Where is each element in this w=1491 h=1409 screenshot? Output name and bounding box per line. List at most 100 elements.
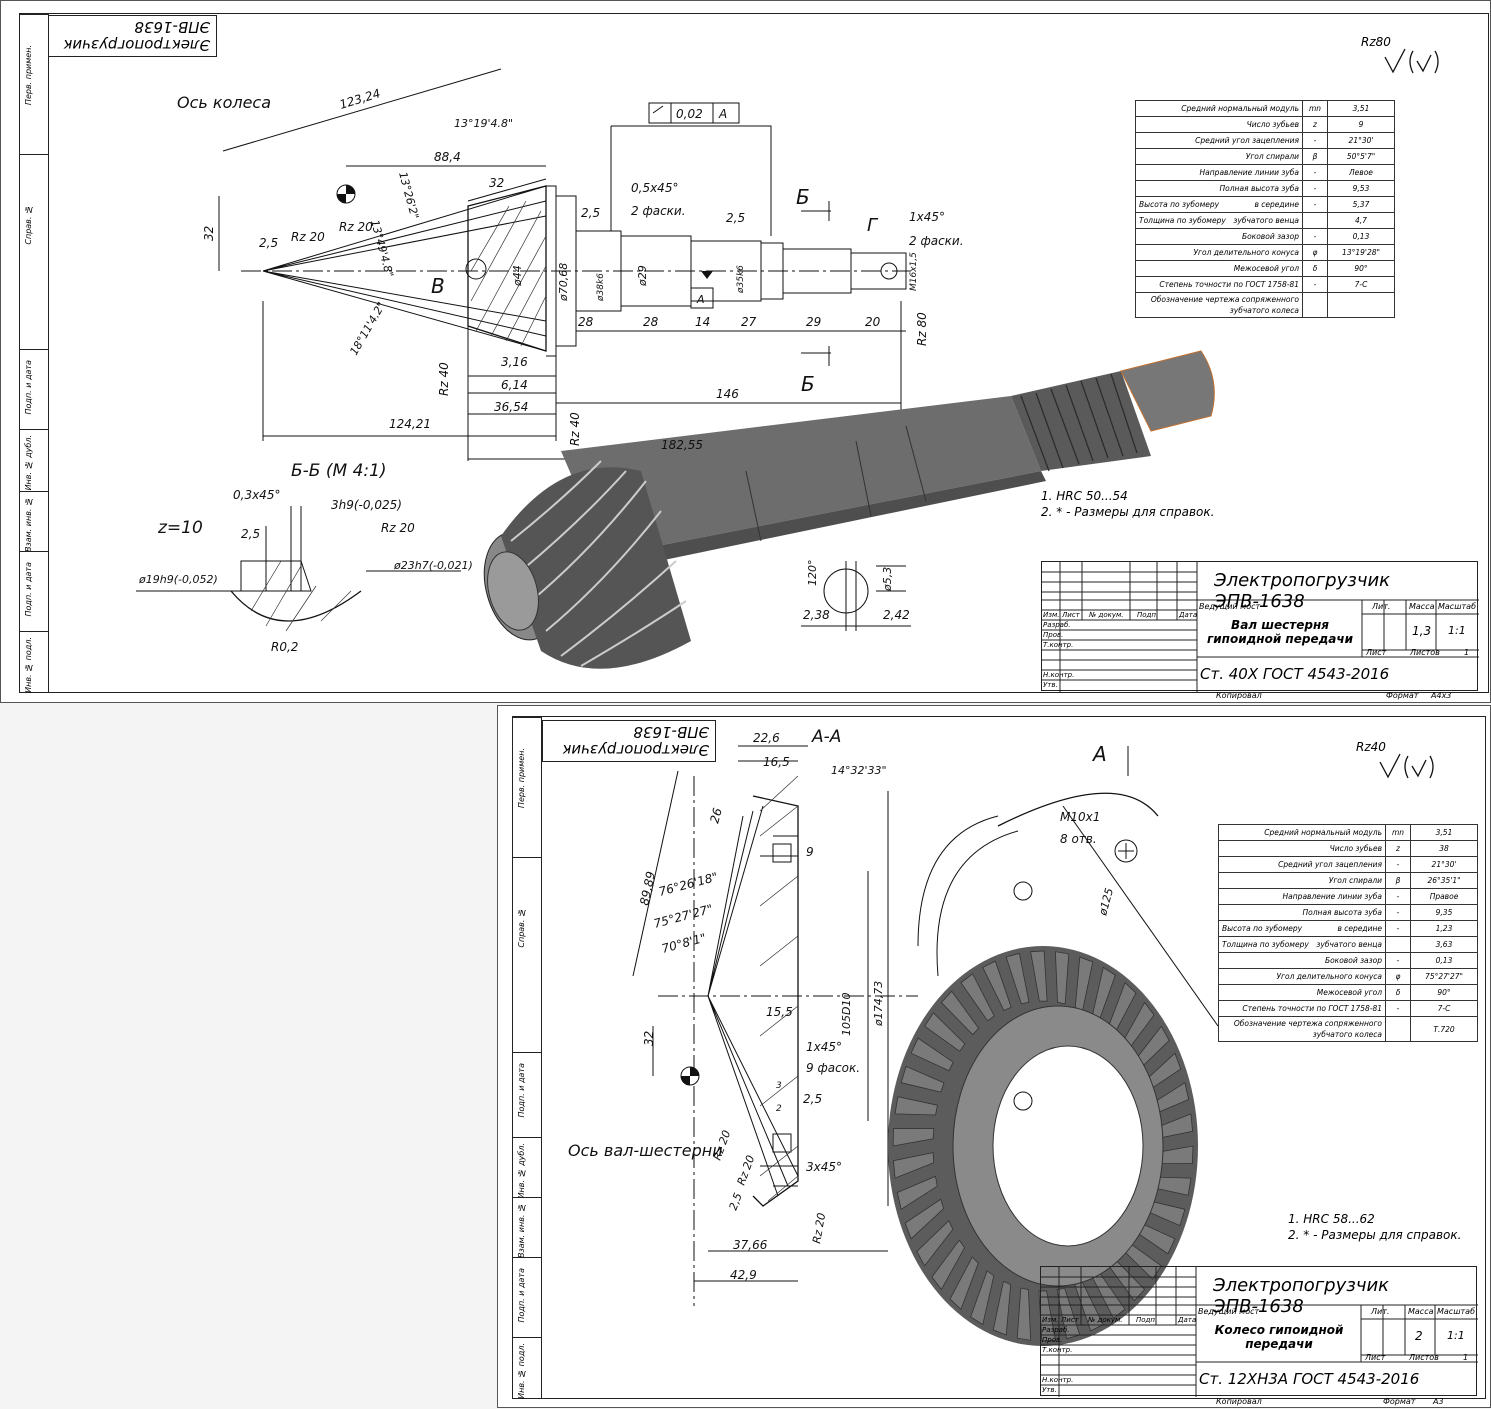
assembly-label: Ведущий мост (1199, 602, 1261, 611)
technical-notes: 1. HRC 50...54 2. * - Размеры для справо… (1041, 488, 1214, 520)
section-mark: Г (867, 215, 879, 236)
mass-value: 2 (1415, 1329, 1423, 1343)
gear-tooth (1038, 1290, 1056, 1342)
gear-tooth (894, 1096, 938, 1116)
material: Ст. 40Х ГОСТ 4543-2016 (1200, 665, 1390, 683)
role-label: Т.контр. (1043, 641, 1074, 649)
dim-text: 6,14 (501, 378, 528, 392)
roughness-label: Rz 20 (339, 220, 373, 234)
param-name-sub: в середине (1337, 924, 1383, 933)
copied-label: Копировал (1216, 691, 1262, 700)
param-row: Обозначение чертежа сопряженного зубчато… (1135, 292, 1395, 318)
header-mass: Масса (1408, 1307, 1434, 1316)
row-header: № докум. (1089, 611, 1124, 619)
section-label: z=10 (157, 518, 203, 538)
mass-value: 1,3 (1412, 624, 1432, 638)
part-name: Колесо гипоидной передачи (1214, 1323, 1344, 1351)
sheets-label: Листов (1409, 1353, 1439, 1362)
dim-text: 105D10 (840, 993, 853, 1036)
note-line: 2. * - Размеры для справок. (1041, 505, 1215, 519)
gear-tooth (1074, 1281, 1104, 1332)
dim-text: 1x45° (806, 1040, 842, 1054)
part-name: Вал шестерня гипоидной передачи (1206, 618, 1354, 646)
dim-text: 2 фаски. (909, 234, 964, 248)
tolerance-value: 0,02 (676, 107, 703, 121)
roughness-label: Rz 40 (437, 362, 451, 396)
param-name-sub: зубчатого венца (1233, 216, 1299, 225)
gear-tooth (1030, 950, 1048, 1002)
dim-text: R0,2 (271, 640, 298, 654)
title-product: Электропогрузчик ЭПВ-1638 (1214, 570, 1391, 612)
axis-label: Ось вал-шестерни (568, 1141, 723, 1160)
dim-text: 2,5 (581, 206, 600, 220)
dim-text: 2,5 (241, 527, 260, 541)
sheet-label: Лист (1365, 1353, 1386, 1362)
dim-text: 14°32'33" (831, 764, 887, 777)
technical-notes: 1. HRC 58...62 2. * - Размеры для справо… (1288, 1211, 1461, 1243)
dim-text: 1x45° (909, 210, 945, 224)
section-mark: В (431, 274, 445, 298)
dim-text: 3x45° (806, 1160, 842, 1174)
param-row: Боковой зазор-0,13 (1218, 952, 1478, 969)
role-label: Пров. (1042, 1336, 1063, 1344)
header-scale: Масштаб (1437, 1307, 1476, 1316)
gear-tooth (992, 1280, 1012, 1336)
format-value: А3 (1433, 1397, 1444, 1406)
roughness-label: Rz 40 (568, 412, 582, 446)
axis-label: Ось колеса (177, 93, 271, 112)
param-name: Обозначение чертежа сопряженного зубчато… (1135, 292, 1303, 318)
gear-tooth (892, 1152, 935, 1179)
dim-text: 8 отв. (1060, 832, 1097, 846)
gear-tooth (931, 1239, 966, 1291)
row-header: Подп. (1137, 611, 1159, 619)
dim-text: 27 (741, 315, 757, 329)
row-header: Лист (1062, 611, 1080, 619)
dim-text: 15,5 (766, 1005, 793, 1019)
param-row: Степень точности по ГОСТ 1758-81-7-С (1135, 276, 1395, 293)
title-block: Электропогрузчик ЭПВ-1638 Ведущий мост В… (1041, 561, 1479, 692)
gear-tooth (1016, 1287, 1032, 1341)
copied-label: Копировал (1216, 1397, 1262, 1406)
format-label: Формат (1383, 1397, 1416, 1406)
row-header: Дата (1179, 611, 1198, 619)
datum-label: A (718, 107, 727, 121)
scale-value: 1:1 (1448, 624, 1466, 637)
roughness-symbol-icon (1384, 48, 1439, 74)
param-value: 5,37 (1327, 196, 1395, 213)
roughness-label: Rz 20 (735, 1154, 758, 1188)
dim-text: 3 (776, 1081, 782, 1091)
dim-text: 9 (806, 845, 814, 859)
dim-text: 2 фаски. (631, 204, 686, 218)
dim-text: 29 (806, 315, 821, 329)
dim-text: 42,9 (730, 1268, 757, 1282)
param-name-sub: зубчатого венца (1316, 940, 1382, 949)
gear-tooth (892, 1128, 935, 1147)
param-row: Обозначение чертежа сопряженного зубчато… (1218, 1016, 1478, 1042)
gear-tooth (900, 1065, 945, 1093)
drawing-frame: Перв. примен. Справ. № Подп. и дата Инв.… (19, 13, 1489, 693)
title-block: Электропогрузчик ЭПВ-1638 Ведущий мост К… (1040, 1266, 1478, 1397)
dim-text: 120° (806, 560, 819, 587)
datum-label: A (696, 293, 705, 306)
gear-tooth (916, 1220, 954, 1267)
sheets-count: 1 (1464, 648, 1470, 657)
note-line: 1. HRC 50...54 (1041, 489, 1128, 503)
dim-text: 2 (776, 1104, 782, 1114)
gear-tooth (982, 960, 1012, 1011)
section-title: Б-Б (М 4:1) (291, 461, 387, 481)
dim-text: ø38k6 (596, 273, 606, 302)
gear-tooth (924, 1012, 966, 1052)
dim-text: 32 (202, 226, 216, 241)
gear-tooth (896, 1175, 938, 1210)
sheets-count: 1 (1463, 1353, 1469, 1362)
dim-text: ø35k6 (736, 265, 746, 294)
dim-text: 20 (865, 315, 881, 329)
dim-text: 0,5x45° (631, 181, 678, 195)
general-roughness: Rz40 (1356, 740, 1386, 754)
section-title: А-А (811, 727, 841, 747)
roughness-symbol-icon (1379, 753, 1434, 779)
